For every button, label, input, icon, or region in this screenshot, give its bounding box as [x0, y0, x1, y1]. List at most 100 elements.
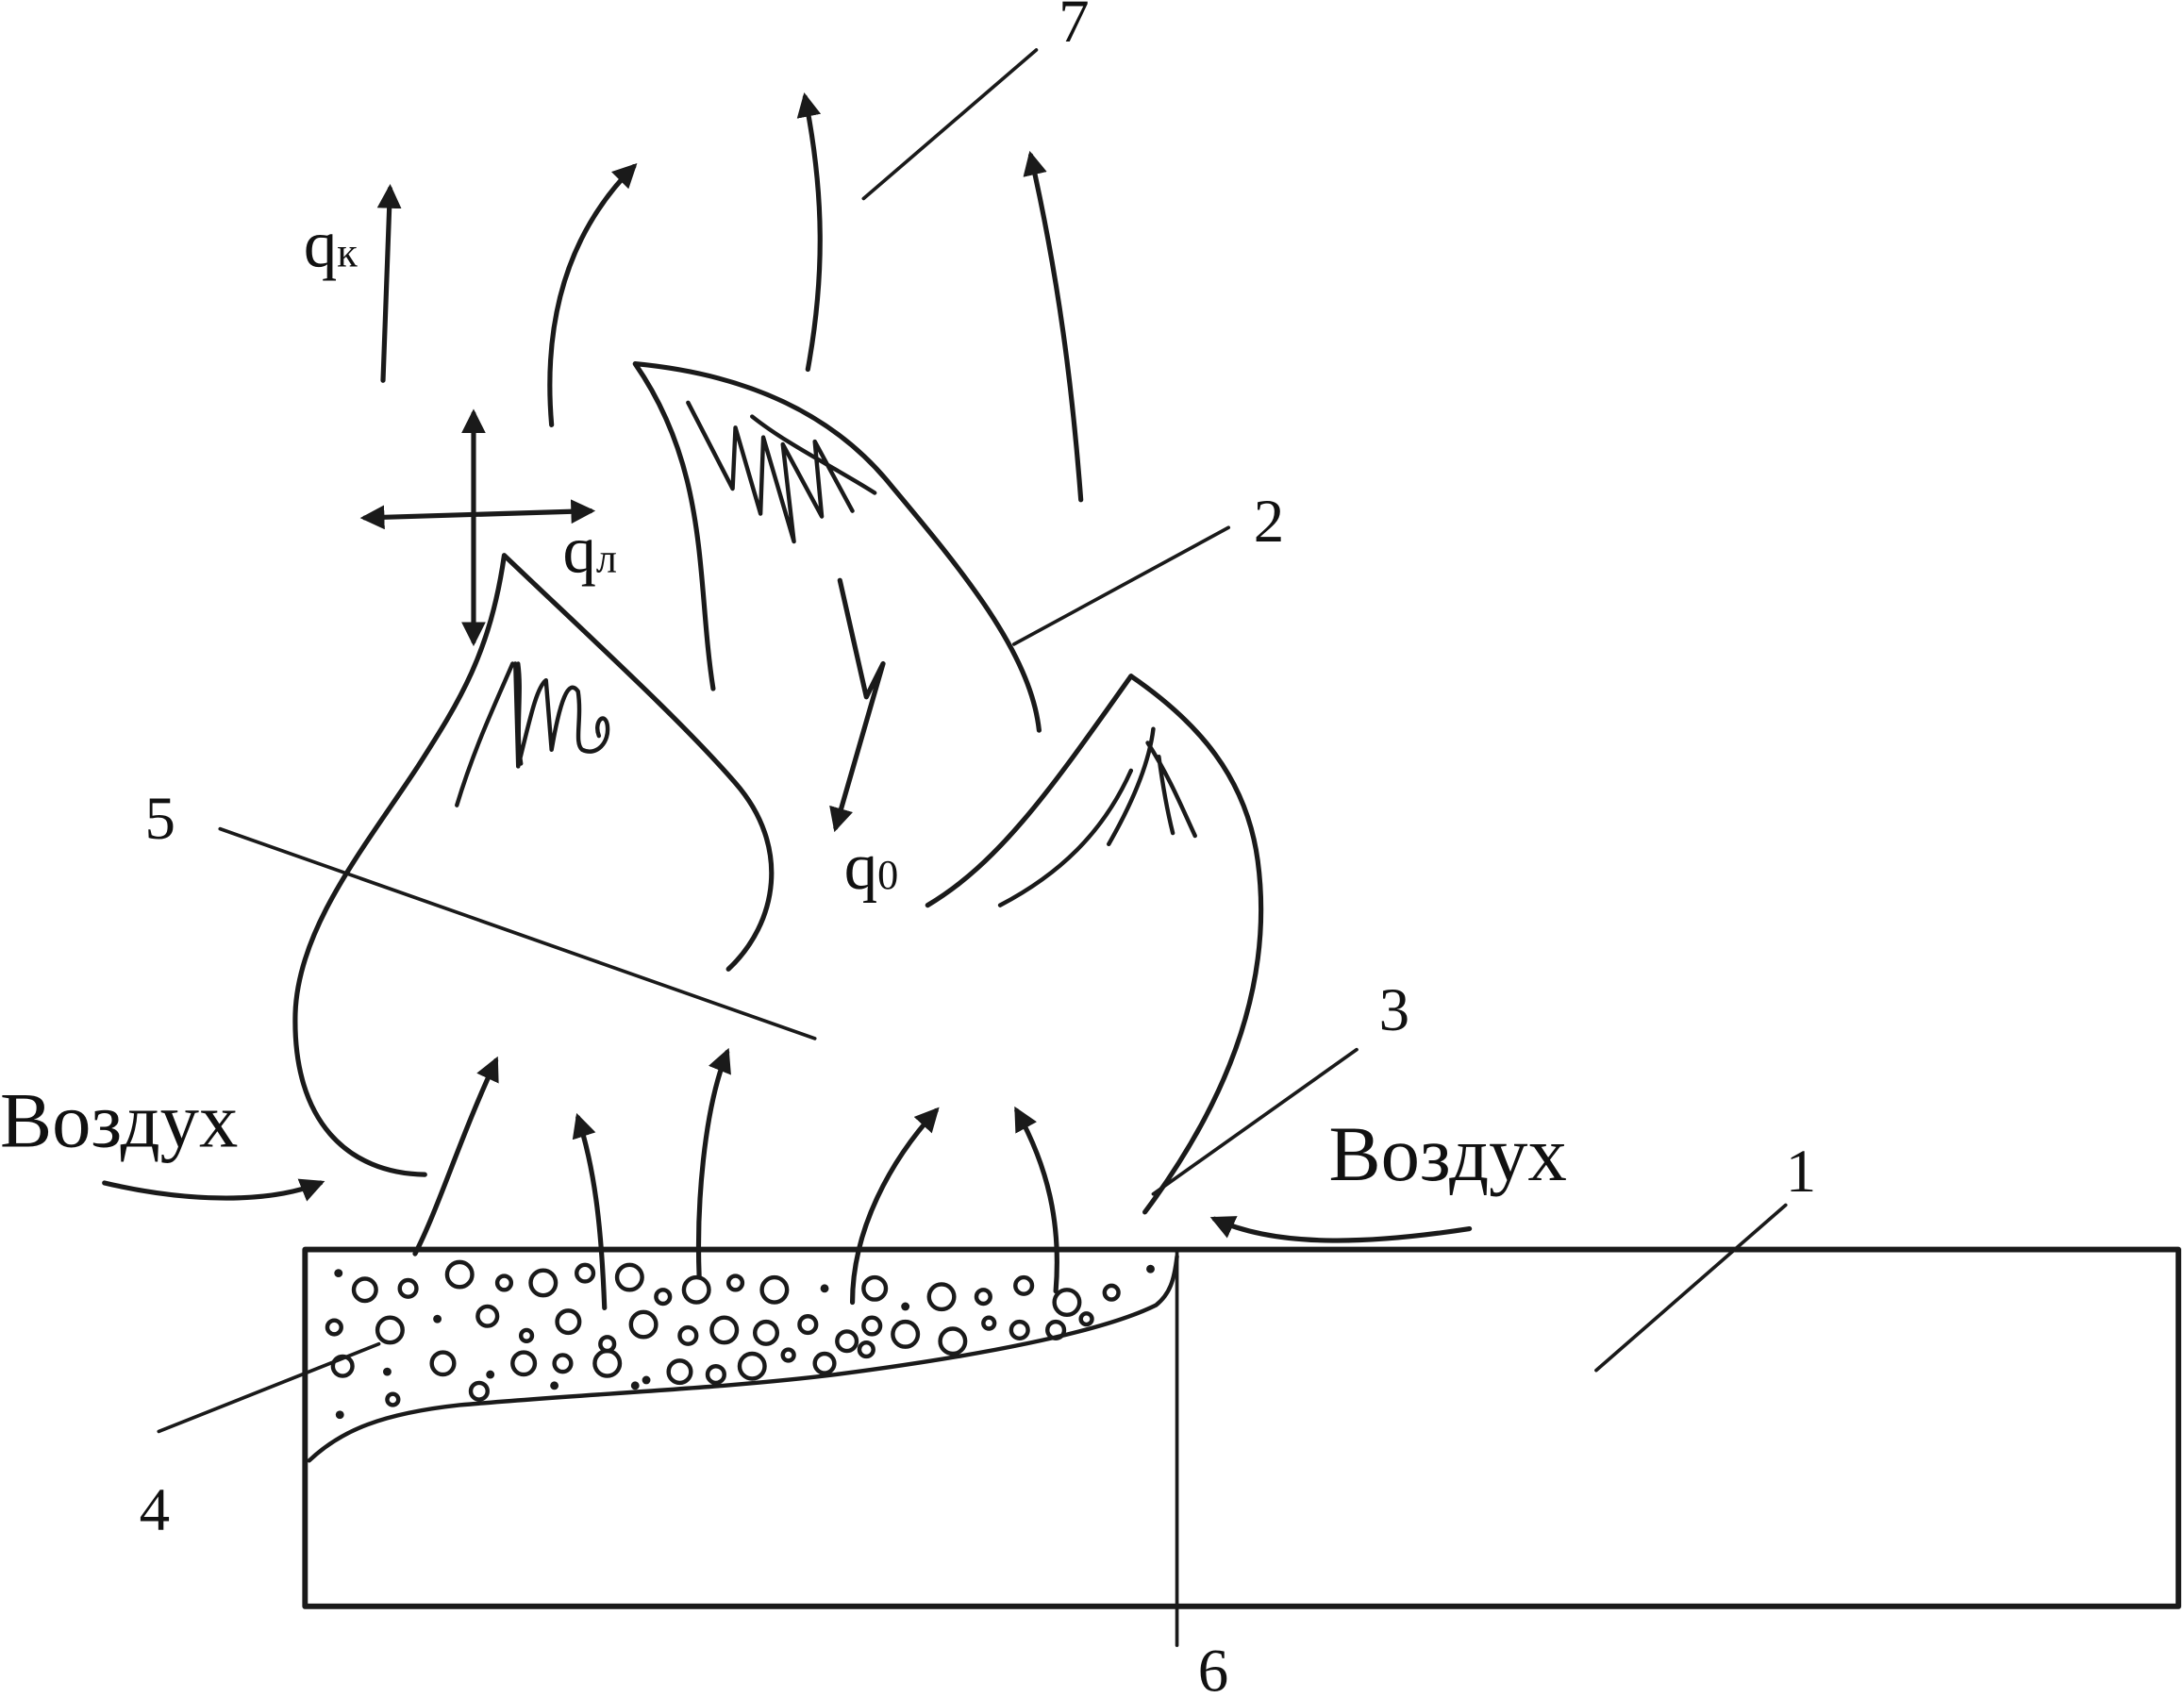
label-7: 7 — [1059, 0, 1089, 56]
gas-flow-arrow-4 — [849, 1107, 940, 1306]
flame-left-outline — [292, 553, 775, 1177]
flame-middle-streaks — [686, 400, 877, 544]
leader-line-5 — [218, 826, 817, 1040]
bubble — [486, 1370, 495, 1379]
bubble — [325, 1318, 343, 1337]
product-arrow-2 — [796, 92, 823, 373]
air-inflow-arrow-left — [102, 1178, 325, 1202]
bubble — [974, 1288, 992, 1307]
bubble — [812, 1351, 837, 1375]
bubble — [592, 1348, 623, 1378]
heat-flux-radiation-label: qл — [562, 513, 617, 587]
bubble — [666, 1358, 693, 1386]
bubble — [528, 1268, 559, 1298]
leader-line-2 — [1011, 525, 1231, 646]
bubble — [642, 1375, 651, 1385]
bubble — [552, 1353, 574, 1374]
bubble — [1078, 1311, 1094, 1327]
leader-line-3 — [1151, 1047, 1359, 1196]
bubble — [835, 1329, 859, 1354]
bubble — [351, 1276, 378, 1304]
gas-flow-arrow-1 — [412, 1056, 499, 1257]
bubble — [614, 1262, 644, 1292]
bubble — [433, 1314, 442, 1323]
bubble — [820, 1284, 829, 1293]
bubble — [654, 1288, 673, 1307]
pyrolysis-zone-boundary — [307, 1254, 1179, 1463]
bubble — [397, 1277, 419, 1299]
material-block — [302, 1246, 2182, 1609]
bubble — [709, 1315, 740, 1345]
bubble — [1052, 1288, 1082, 1317]
flame-left-streaks — [455, 661, 610, 807]
bubble — [475, 1304, 500, 1328]
convective-heat-arrow — [376, 184, 402, 383]
radiation-arrow-horizontal — [359, 499, 596, 530]
leader-line-1 — [1594, 1203, 1788, 1373]
bubble — [737, 1351, 767, 1381]
bubble — [780, 1347, 796, 1363]
bubble — [938, 1326, 968, 1357]
heat-flux-convective-label: qк — [304, 208, 358, 282]
bubble — [550, 1381, 559, 1390]
bubble — [555, 1308, 582, 1336]
bubble — [383, 1367, 392, 1376]
gas-flow-arrow-2 — [572, 1112, 608, 1311]
air-inflow-arrow-right — [1209, 1216, 1473, 1243]
bubble — [891, 1319, 921, 1349]
label-1: 1 — [1786, 1138, 1816, 1206]
bubble — [901, 1302, 910, 1311]
bubble — [334, 1269, 343, 1278]
bubble — [518, 1327, 535, 1343]
bubble — [752, 1319, 780, 1346]
bubble — [861, 1315, 883, 1337]
bubble — [494, 1274, 514, 1292]
flame-middle-outline — [632, 361, 1042, 733]
bubble — [330, 1354, 355, 1378]
bubble — [444, 1259, 475, 1290]
bubble — [1009, 1319, 1030, 1341]
surface-heat-lightning-arrow — [829, 577, 886, 833]
bubble — [725, 1274, 745, 1292]
bubbles-group — [325, 1259, 1155, 1420]
bubble — [797, 1314, 819, 1336]
bubble — [1045, 1319, 1067, 1341]
bubble — [677, 1324, 699, 1346]
label-2: 2 — [1254, 488, 1284, 556]
bubble — [681, 1274, 711, 1305]
gas-flow-arrow-5 — [1014, 1106, 1059, 1294]
leader-line-4 — [157, 1341, 381, 1434]
product-arrow-1 — [547, 162, 638, 427]
bubble — [861, 1274, 889, 1302]
bubble — [468, 1380, 490, 1402]
bubble — [630, 1381, 640, 1390]
label-5: 5 — [145, 785, 175, 853]
air-label-left: Воздух — [0, 1077, 238, 1164]
heat-flux-surface-label: q0 — [844, 830, 899, 904]
bubble — [926, 1282, 957, 1312]
flame-right-streaks — [997, 726, 1197, 907]
bubble — [429, 1350, 457, 1377]
product-arrow-3 — [1023, 150, 1084, 503]
gas-flow-arrow-3 — [695, 1047, 731, 1280]
label-4: 4 — [140, 1476, 170, 1544]
bubble — [981, 1315, 997, 1331]
flame-right-outer — [1128, 674, 1264, 1215]
label-3: 3 — [1379, 976, 1409, 1044]
bubble — [375, 1315, 405, 1345]
bubble — [1102, 1283, 1121, 1302]
flame-right-inner — [925, 674, 1134, 908]
bubble — [857, 1340, 875, 1359]
leader-line-7 — [861, 48, 1039, 201]
bubble — [385, 1391, 401, 1407]
bubble — [759, 1274, 790, 1305]
bubble — [335, 1410, 344, 1420]
bubble — [575, 1262, 596, 1284]
bubble — [1146, 1264, 1155, 1274]
label-6: 6 — [1198, 1638, 1228, 1698]
bubble — [1013, 1274, 1035, 1296]
bubble — [705, 1364, 726, 1386]
air-label-right: Воздух — [1328, 1110, 1566, 1197]
bubble — [510, 1350, 538, 1377]
